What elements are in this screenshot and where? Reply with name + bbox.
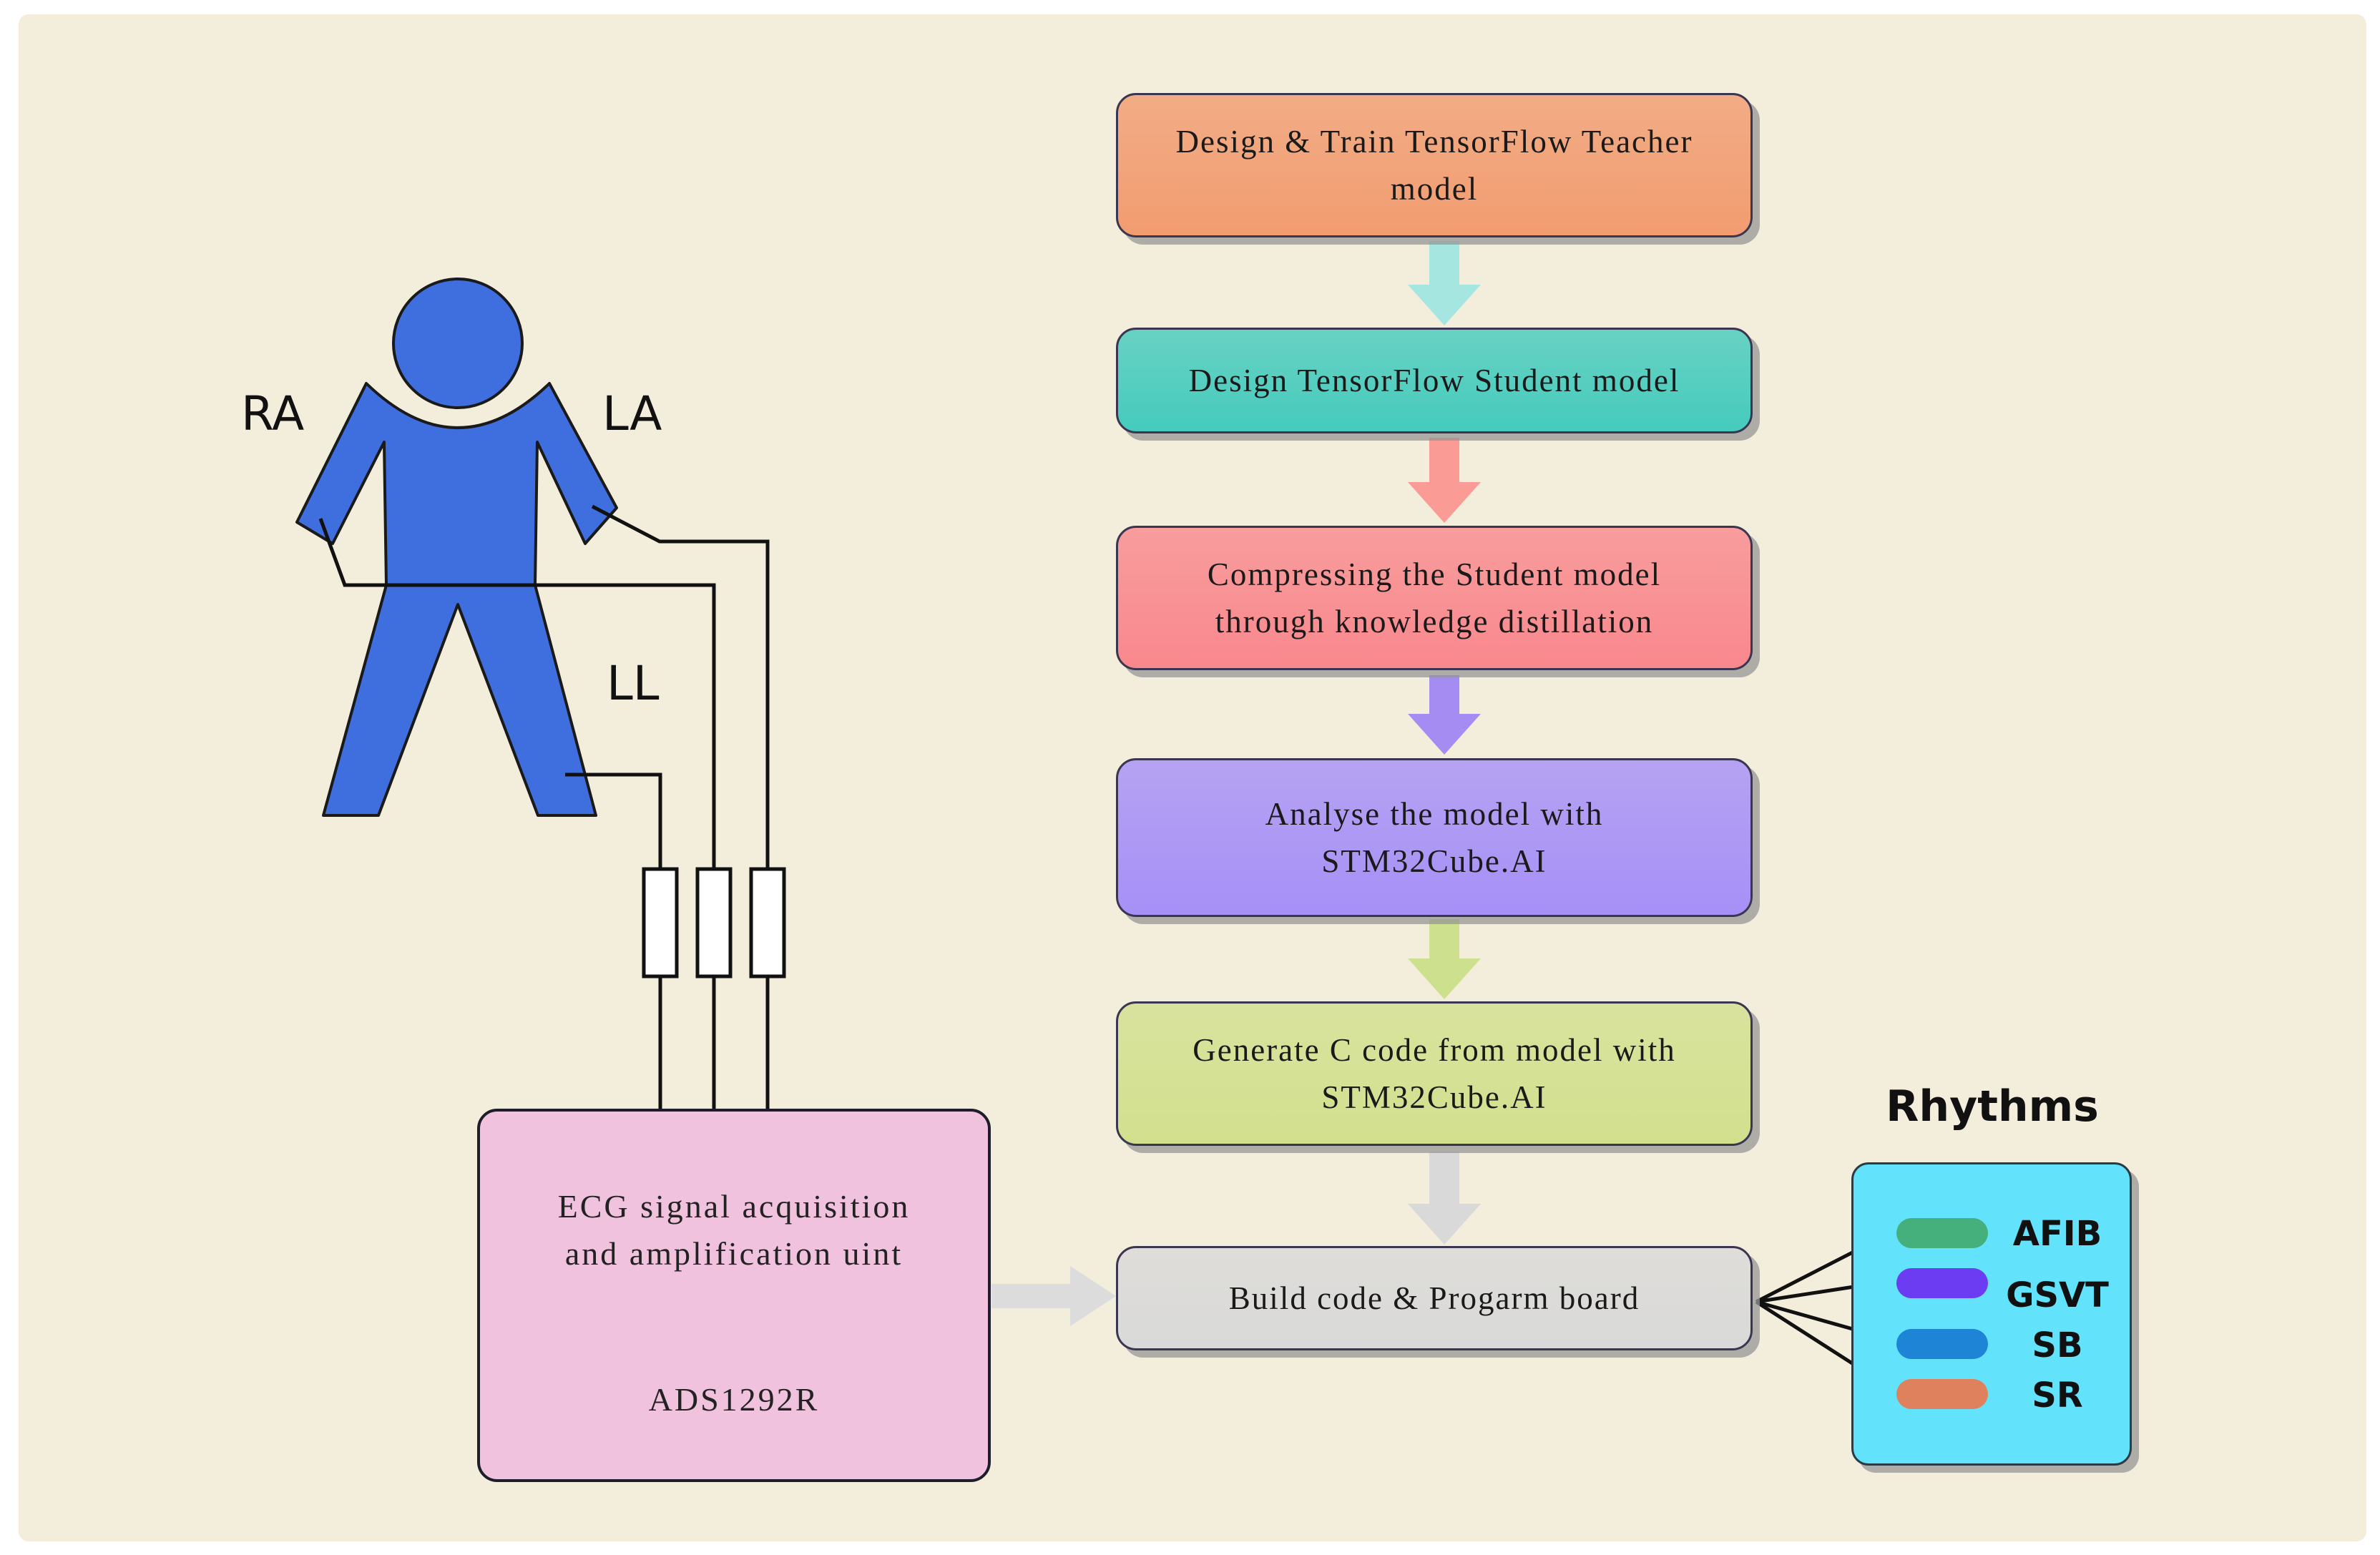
- step-text: Design & Train TensorFlow Teacher model: [1175, 124, 1693, 207]
- step-analyse-model: Analyse the model with STM32Cube.AI: [1116, 758, 1753, 917]
- step-text: Compressing the Student model through kn…: [1207, 556, 1662, 639]
- rhythm-label-sb: SB: [2032, 1325, 2083, 1365]
- label-ll: LL: [607, 656, 660, 711]
- resistor-ra: [695, 867, 733, 978]
- flow-arrows: [991, 241, 1481, 1326]
- lead-ra: [318, 518, 716, 869]
- rhythm-label-gsvt: GSVT: [2006, 1275, 2109, 1315]
- rhythm-pill-gsvt: [1896, 1268, 1988, 1298]
- acquisition-title: ECG signal acquisition and amplification…: [557, 1188, 911, 1272]
- arrow-acquisition-to-build: [991, 1266, 1116, 1326]
- figure-head: [392, 278, 524, 409]
- rhythm-pill-sb: [1896, 1329, 1988, 1359]
- label-la: LA: [602, 386, 662, 441]
- arrow-step1-to-step2: [1408, 241, 1481, 325]
- arrow-step2-to-step3: [1408, 438, 1481, 523]
- arrow-step3-to-step4: [1408, 675, 1481, 755]
- lead-la: [591, 504, 770, 869]
- resistor-la: [749, 867, 786, 978]
- step-text: Design TensorFlow Student model: [1188, 363, 1680, 398]
- rhythm-label-sr: SR: [2032, 1375, 2083, 1416]
- label-ra: RA: [241, 386, 305, 441]
- ecg-acquisition-unit: ECG signal acquisition and amplification…: [477, 1109, 991, 1482]
- acquisition-chip: ADS1292R: [648, 1381, 820, 1418]
- step-build-program-board: Build code & Progarm board: [1116, 1246, 1753, 1350]
- rhythms-title: Rhythms: [1886, 1081, 2099, 1132]
- rhythm-pill-sr: [1896, 1379, 1988, 1409]
- step-compress-student: Compressing the Student model through kn…: [1116, 526, 1753, 670]
- step-text: Build code & Progarm board: [1228, 1280, 1640, 1316]
- step-text: Generate C code from model with STM32Cub…: [1193, 1032, 1676, 1115]
- arrow-step4-to-step5: [1408, 919, 1481, 999]
- rhythm-pill-afib: [1896, 1218, 1988, 1248]
- human-figure: [295, 278, 618, 817]
- step-text: Analyse the model with STM32Cube.AI: [1265, 796, 1604, 879]
- step-generate-c-code: Generate C code from model with STM32Cub…: [1116, 1001, 1753, 1146]
- electrode-leads: [318, 504, 770, 1110]
- step-design-train-teacher: Design & Train TensorFlow Teacher model: [1116, 93, 1753, 237]
- arrow-step5-to-step6: [1408, 1152, 1481, 1245]
- rhythms-panel: AFIB GSVT SB SR: [1851, 1162, 2132, 1466]
- figure-torso: [295, 382, 618, 817]
- lead-ll: [565, 772, 662, 869]
- resistor-ll: [642, 867, 679, 978]
- rhythm-label-afib: AFIB: [2012, 1214, 2102, 1254]
- lead-resistors: [642, 867, 786, 978]
- step-design-student: Design TensorFlow Student model: [1116, 328, 1753, 433]
